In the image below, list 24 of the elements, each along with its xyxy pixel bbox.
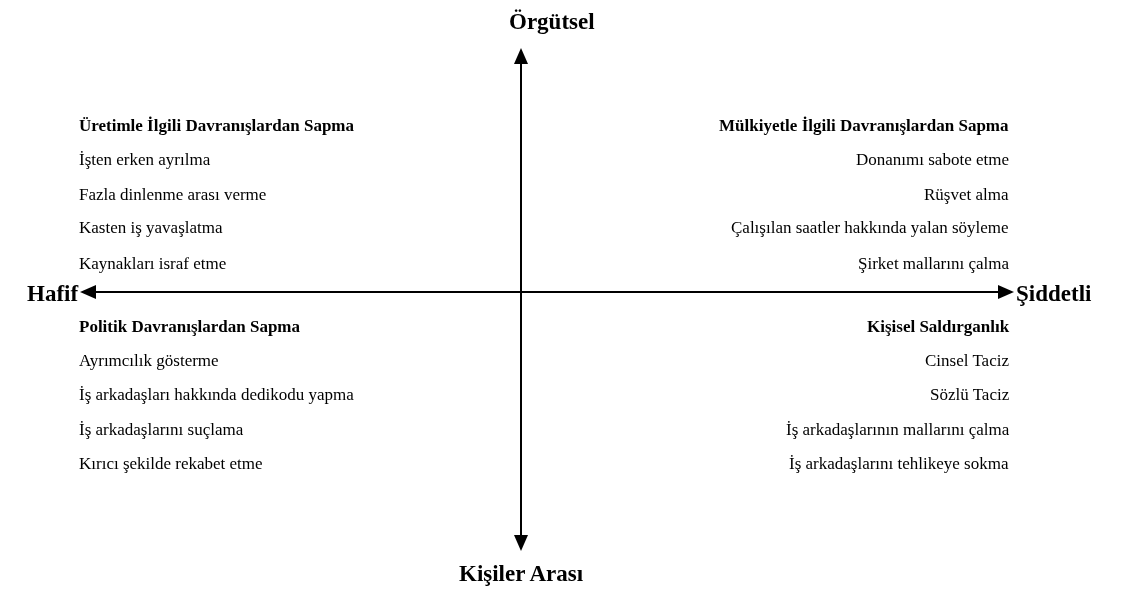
behavior-item: Rüşvet alma: [924, 184, 1009, 206]
behavior-item: Kırıcı şekilde rekabet etme: [79, 453, 263, 475]
quadrant-heading: Politik Davranışlardan Sapma: [79, 316, 301, 338]
axis-label: Örgütsel: [509, 8, 595, 36]
axis-label: Şiddetli: [1016, 280, 1092, 308]
behavior-item: Çalışılan saatler hakkında yalan söyleme: [731, 217, 1009, 239]
quadrant-heading: Üretimle İlgili Davranışlardan Sapma: [79, 115, 354, 137]
behavior-item: İşten erken ayrılma: [79, 149, 211, 171]
behavior-item: Ayrımcılık gösterme: [79, 350, 219, 372]
behavior-item: İş arkadaşlarını tehlikeye sokma: [789, 453, 1009, 475]
behavior-item: Fazla dinlenme arası verme: [79, 184, 267, 206]
behavior-item: İş arkadaşları hakkında dedikodu yapma: [79, 384, 354, 406]
behavior-item: Kaynakları israf etme: [79, 253, 227, 275]
quadrant-heading: Kişisel Saldırganlık: [867, 316, 1010, 338]
behavior-item: Donanımı sabote etme: [856, 149, 1009, 171]
behavior-item: Cinsel Taciz: [925, 350, 1009, 372]
axis-label: Kişiler Arası: [459, 560, 584, 588]
axis-label: Hafif: [27, 280, 79, 308]
behavior-item: Kasten iş yavaşlatma: [79, 217, 223, 239]
behavior-item: İş arkadaşlarını suçlama: [79, 419, 244, 441]
behavior-item: Şirket mallarını çalma: [858, 253, 1010, 275]
behavior-item: İş arkadaşlarının mallarını çalma: [786, 419, 1010, 441]
behavior-item: Sözlü Taciz: [930, 384, 1010, 406]
quadrant-heading: Mülkiyetle İlgili Davranışlardan Sapma: [719, 115, 1009, 137]
